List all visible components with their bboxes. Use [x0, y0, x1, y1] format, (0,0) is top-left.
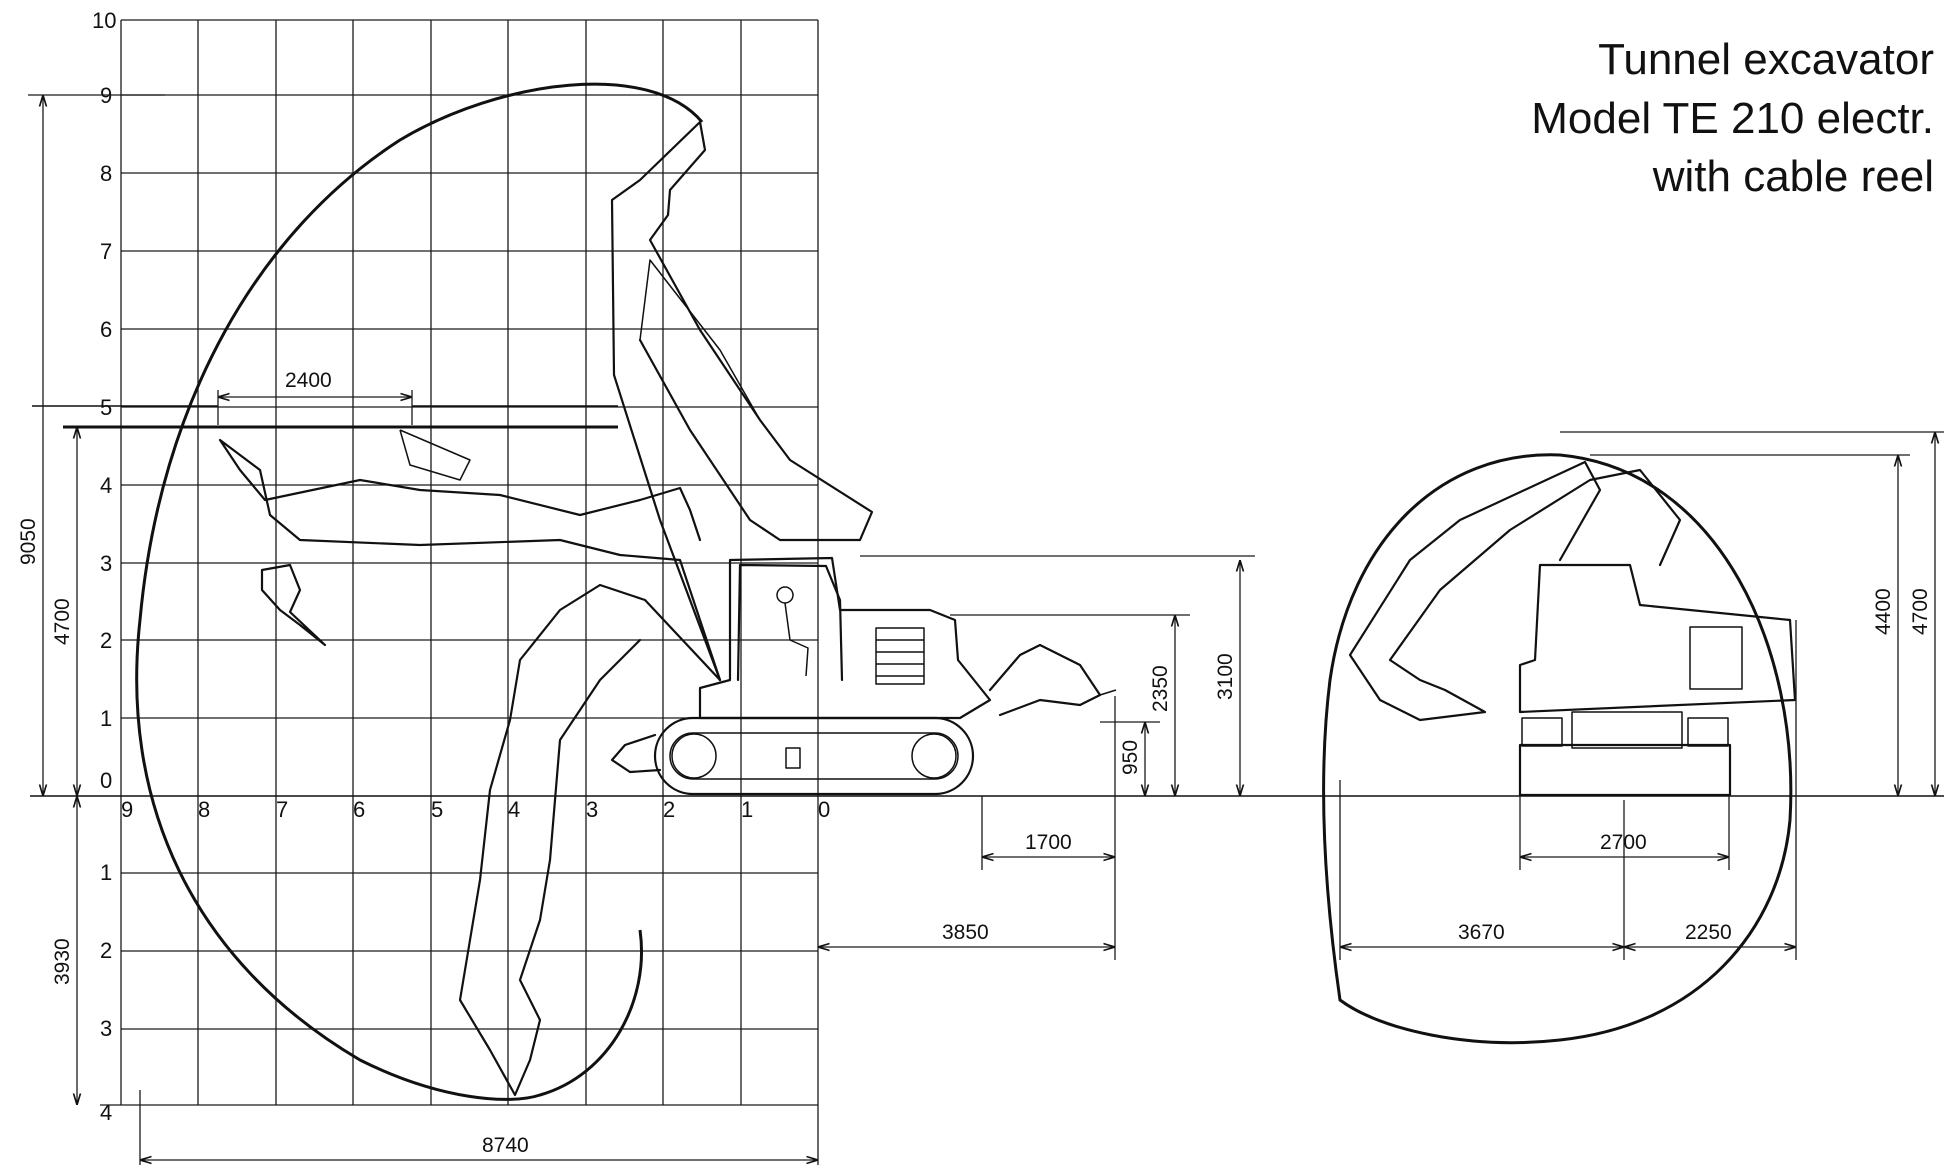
operator-icon	[776, 586, 794, 604]
y-tick: 2	[100, 628, 112, 653]
dim-950: 950	[1119, 740, 1142, 775]
y-axis-ticks-down: 1 2 3 4	[100, 860, 112, 1125]
dim-2700: 2700	[1600, 831, 1647, 854]
x-tick: 1	[741, 797, 753, 822]
dim-4700-left: 4700	[51, 598, 74, 645]
boom-lowered-icon	[458, 583, 722, 1097]
upper-carriage-icon	[698, 556, 992, 720]
dimension-lines	[28, 94, 1944, 1165]
dimension-labels: 2400 9050 4700 3930 8740 3100 2350 950 1…	[17, 369, 1932, 1157]
boom-horizontal-icon	[218, 438, 722, 682]
dim-4400: 4400	[1872, 588, 1895, 635]
front-boom-icon	[1348, 460, 1682, 722]
x-tick: 4	[508, 797, 520, 822]
dim-8740: 8740	[482, 1134, 529, 1157]
dozer-blade-icon	[610, 733, 662, 774]
y-tick: 8	[100, 161, 112, 186]
y-tick: 7	[100, 239, 112, 264]
y-tick: 1	[100, 706, 112, 731]
x-axis-ticks: 9 8 7 6 5 4 3 2 1 0	[121, 797, 830, 822]
dim-2250: 2250	[1685, 921, 1732, 944]
y-tick: 2	[100, 938, 112, 963]
dim-3850: 3850	[942, 921, 989, 944]
working-envelope-curve	[135, 82, 704, 1101]
front-body-icon	[1518, 563, 1797, 714]
dim-9050: 9050	[17, 518, 40, 565]
y-tick: 4	[100, 473, 112, 498]
dim-4700-right: 4700	[1909, 588, 1932, 635]
x-tick: 3	[586, 797, 598, 822]
x-tick: 5	[431, 797, 443, 822]
y-tick: 6	[100, 317, 112, 342]
dim-2400: 2400	[285, 369, 332, 392]
y-tick: 3	[100, 551, 112, 576]
drawing-title: Tunnel excavator Model TE 210 electr. wi…	[1531, 35, 1934, 201]
cable-reel-icon	[988, 643, 1102, 717]
dim-1700: 1700	[1025, 831, 1072, 854]
title-line-3: with cable reel	[1652, 152, 1934, 201]
dim-3100: 3100	[1214, 653, 1237, 700]
x-tick: 0	[818, 797, 830, 822]
y-axis-ticks-up: 10 9 8 7 6 5 4 3 2 1 0	[92, 8, 116, 793]
y-tick: 1	[100, 860, 112, 885]
excavator-front-view-icon	[1322, 453, 1797, 1045]
tunnel-profile-icon	[1322, 453, 1793, 1045]
boom-raised-icon	[610, 120, 874, 682]
front-track-icon	[1518, 743, 1732, 797]
bucket-icon	[260, 563, 327, 647]
excavator-side-view-icon	[218, 120, 1117, 1097]
working-range-grid	[100, 19, 819, 1106]
title-line-1: Tunnel excavator	[1598, 35, 1934, 84]
track-icon	[653, 716, 975, 796]
cab-icon	[736, 563, 844, 682]
dim-3930: 3930	[51, 938, 74, 985]
dim-2350: 2350	[1149, 665, 1172, 712]
x-tick: 2	[663, 797, 675, 822]
y-tick: 4	[100, 1100, 112, 1125]
x-tick: 6	[353, 797, 365, 822]
y-tick: 5	[100, 395, 112, 420]
dim-3670: 3670	[1458, 921, 1505, 944]
y-tick: 0	[100, 768, 112, 793]
x-tick: 8	[198, 797, 210, 822]
x-tick: 7	[276, 797, 288, 822]
title-line-2: Model TE 210 electr.	[1531, 94, 1934, 143]
y-tick: 3	[100, 1016, 112, 1041]
y-tick: 10	[92, 8, 116, 33]
x-tick: 9	[121, 797, 133, 822]
